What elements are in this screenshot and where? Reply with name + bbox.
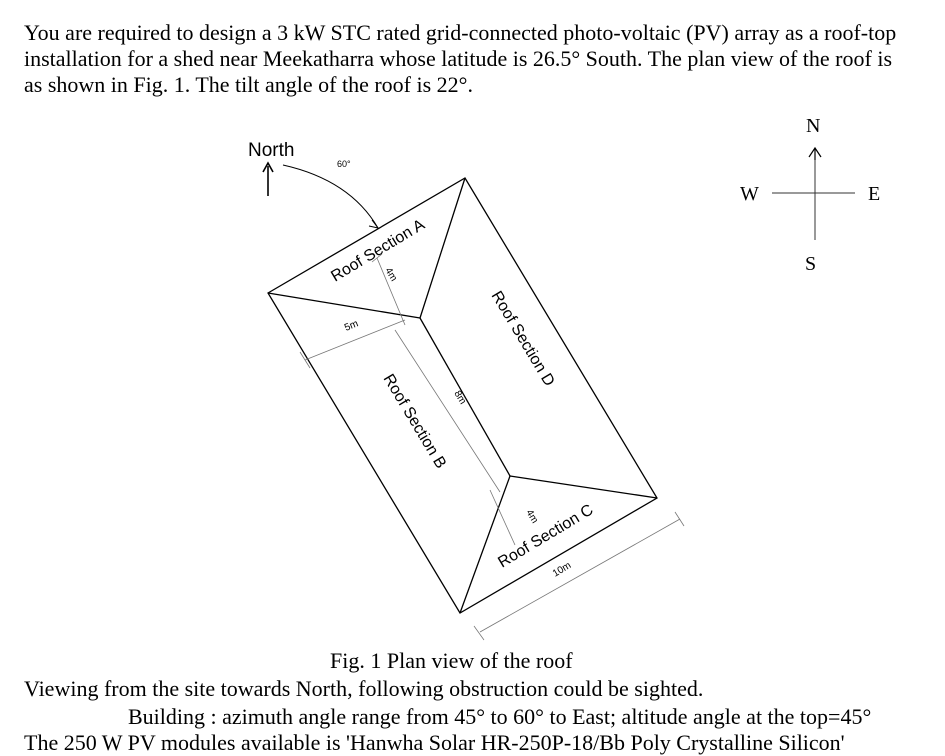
compass-south: S: [805, 253, 816, 275]
roof-section-a-label: Roof Section A: [328, 216, 428, 285]
compass: N S E W: [740, 115, 880, 275]
roof-section-d-label: Roof Section D: [488, 288, 558, 389]
roof-section-c-label: Roof Section C: [495, 501, 596, 571]
angle-label: 60°: [337, 159, 351, 169]
roof-section-b-label: Roof Section B: [380, 371, 450, 471]
dimension-a-depth: 4m: [382, 266, 399, 284]
dimension-length: 10m: [551, 560, 573, 579]
figure-caption: Fig. 1 Plan view of the roof: [330, 648, 573, 673]
north-label: North: [248, 140, 294, 161]
problem-statement: You are required to design a 3 kW STC ra…: [24, 20, 897, 97]
dimension-width: 5m: [343, 318, 360, 333]
dimension-lines: [299, 253, 685, 641]
roof-plan-figure: North 60° Roof Section A Roof Secti: [248, 115, 880, 641]
dimension-ridge: 8m: [451, 389, 468, 407]
roof-outline: [267, 177, 658, 614]
compass-north: N: [806, 115, 820, 137]
dimension-c-depth: 4m: [523, 508, 540, 526]
compass-east: E: [868, 183, 880, 205]
north-arrow: North: [248, 140, 294, 196]
compass-west: W: [740, 183, 759, 205]
obstruction-intro: Viewing from the site towards North, fol…: [24, 676, 704, 701]
module-line-cutoff: The 250 W PV modules available is 'Hanwh…: [24, 730, 845, 755]
building-obstruction: Building : azimuth angle range from 45° …: [128, 704, 872, 729]
azimuth-angle-arc: 60°: [282, 159, 380, 229]
